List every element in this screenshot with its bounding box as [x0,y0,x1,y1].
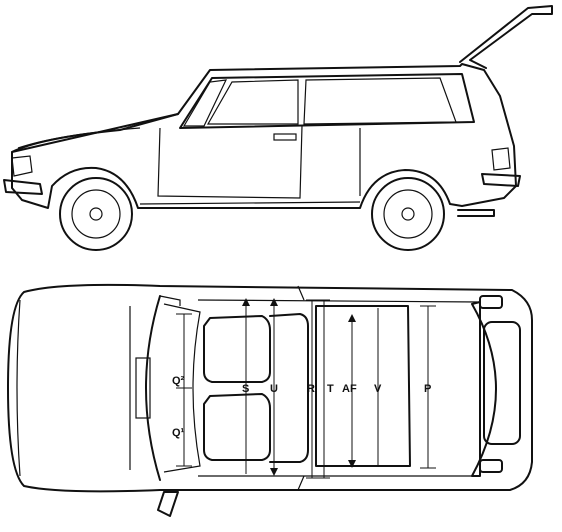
window-frame [179,73,475,129]
door-handle [273,133,297,141]
front-light [11,155,33,177]
dim-arrow-af-bottom [348,460,356,468]
b-pillar [297,285,305,491]
rear-window [303,77,457,125]
front-wheel [59,177,133,251]
front-seat-right [203,393,271,461]
front-window [206,79,299,125]
top-view: Q² Q¹ S U R T AF V P [7,283,533,517]
label-v: V [374,383,382,395]
label-s: S [242,383,249,395]
label-t: T [327,383,334,395]
side-trim [139,201,361,205]
windshield [182,79,228,127]
cabin-front [145,295,161,481]
rear-wheel [371,177,445,251]
label-q1: Q¹ [172,427,185,439]
dim-arrow-af-top [348,314,356,322]
tailgate [459,5,553,69]
tail-light-top [479,295,503,309]
rear-light [491,147,511,171]
side-view [3,5,553,251]
front-seat-left [203,315,271,383]
top-mirror [159,295,181,306]
exhaust-pipe [457,209,495,217]
dim-arrow-u-bottom [270,468,278,476]
label-af: AF [342,383,357,395]
door-mirror [157,491,179,517]
roof-line [197,299,481,477]
vent-left [135,357,151,419]
label-p: P [424,383,431,395]
label-q2: Q² [172,375,185,387]
bonnet-line [17,127,141,149]
luggage-area [315,305,411,467]
top-body-outline [7,283,533,493]
rear-window-top [483,321,521,445]
dim-arrow-u-top [270,298,278,306]
windshield-top [163,303,201,473]
rear-bumper [481,173,521,187]
side-body-outline [11,63,517,209]
front-door [157,125,303,199]
label-u: U [270,383,278,395]
top-bonnet [16,299,21,477]
rear-seat [269,313,309,463]
tail-light-bottom [479,459,503,473]
dim-arrow-s-top [242,298,250,306]
label-r: R [307,383,315,395]
front-bumper [3,179,43,195]
